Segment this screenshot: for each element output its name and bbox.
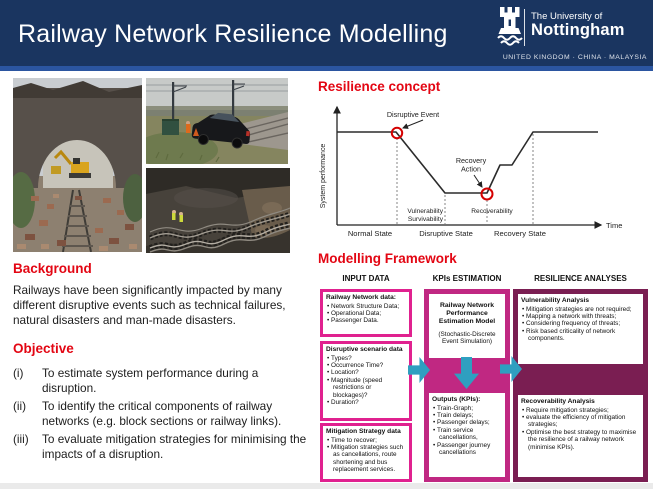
dashed-guides xyxy=(396,134,534,224)
bullet-item: Duration? xyxy=(326,399,406,406)
disruptive-event-arrow xyxy=(402,119,424,129)
bullet-item: Considering frequency of threats; xyxy=(521,320,640,327)
objective-text: To evaluate mitigation strategies for mi… xyxy=(42,432,307,462)
disruptive-state-label: Disruptive State xyxy=(419,229,473,238)
bullet-item: Require mitigation strategies; xyxy=(521,407,640,414)
x-axis-label: Time xyxy=(606,221,622,230)
kpis-estimation-column: Railway Network Performance Estimation M… xyxy=(424,289,510,482)
recovery-action-label-1: Recovery xyxy=(456,156,487,165)
background-heading: Background xyxy=(13,261,92,276)
objective-number: (iii) xyxy=(13,432,29,447)
box-title: Railway Network data: xyxy=(326,294,396,301)
vulnerability-analysis-box: Vulnerability Analysis Mitigation strate… xyxy=(518,294,643,364)
box-title: Vulnerability Analysis xyxy=(521,297,590,304)
disruptive-event-label: Disruptive Event xyxy=(387,110,439,119)
box-title: Disruptive scenario data xyxy=(326,346,403,353)
objective-number: (ii) xyxy=(13,399,27,414)
objective-heading: Objective xyxy=(13,341,74,356)
bullet-item: Train service cancellations, xyxy=(432,427,502,442)
resilience-analyses-column: Vulnerability Analysis Mitigation strate… xyxy=(513,289,648,482)
input-box-disruptive-scenario-data: Disruptive scenario data Types? Occurren… xyxy=(320,341,412,421)
bullet-item: Mitigation strategies such as cancellati… xyxy=(326,444,406,474)
modelling-framework-heading: Modelling Framework xyxy=(318,251,457,266)
column-header-input-data: INPUT DATA xyxy=(342,274,390,283)
objective-item-2: (ii) To identify the critical components… xyxy=(13,399,315,429)
disruptive-event-circle xyxy=(390,126,404,140)
recovery-action-circle xyxy=(480,187,494,201)
bullet-item: Passenger Data. xyxy=(326,317,406,324)
box-title: Mitigation Strategy data xyxy=(326,428,401,435)
buckled-tracks-landslide-photo xyxy=(146,168,290,253)
bullet-item: Mapping a network with threats; xyxy=(521,313,640,320)
bullet-item: Types? xyxy=(326,355,406,362)
poster-bottom-edge xyxy=(0,483,653,489)
logo-university-of: The University of xyxy=(531,11,603,22)
performance-curve xyxy=(337,131,598,194)
recoverability-analysis-box: Recoverability Analysis Require mitigati… xyxy=(518,395,643,477)
estimation-model-box: Railway Network Performance Estimation M… xyxy=(429,294,505,358)
bullet-item: Risk based criticality of network compon… xyxy=(521,328,640,343)
bullet-item: evaluate the efficiency of mitigation st… xyxy=(521,414,640,429)
bullet-item: Train-Graph; xyxy=(432,405,502,412)
objective-number: (i) xyxy=(13,366,24,380)
recovery-action-arrow xyxy=(473,174,483,188)
background-text: Railways have been significantly impacte… xyxy=(13,283,286,328)
box-subtitle: (Stochastic-Discrete Event Simulation) xyxy=(438,330,496,346)
y-axis-label: System performance xyxy=(320,144,327,209)
nottingham-castle-icon xyxy=(497,7,523,46)
column-header-kpis-estimation: KPIs ESTIMATION xyxy=(432,274,502,283)
objective-text: To identify the critical components of r… xyxy=(42,399,282,429)
bullet-item: Passenger journey cancellations xyxy=(432,442,502,457)
bullet-item: Network Structure Data; xyxy=(326,303,406,310)
objective-list: (i) To estimate system performance durin… xyxy=(13,366,315,466)
bullet-item: Location? xyxy=(326,369,406,376)
recoverability-label: Recoverability xyxy=(471,208,513,215)
header-accent-strip xyxy=(0,66,653,71)
logo-tagline: UNITED KINGDOM · CHINA · MALAYSIA xyxy=(502,54,647,61)
poster-title: Railway Network Resilience Modelling xyxy=(18,20,448,48)
recovery-action-label-2: Action xyxy=(461,165,481,174)
recovery-state-label: Recovery State xyxy=(494,229,546,238)
objective-item-3: (iii) To evaluate mitigation strategies … xyxy=(13,432,315,462)
bullet-item: Passenger delays; xyxy=(432,419,502,426)
normal-state-label: Normal State xyxy=(348,229,392,238)
box-title: Recoverability Analysis xyxy=(521,398,595,405)
objective-text: To estimate system performance during a … xyxy=(42,366,259,396)
input-box-railway-network-data: Railway Network data: Network Structure … xyxy=(320,289,412,337)
bullet-item: Time to recover; xyxy=(326,437,406,444)
bullet-item: Mitigation strategies are not required; xyxy=(521,306,640,313)
logo-divider xyxy=(524,9,525,46)
input-box-mitigation-strategy-data: Mitigation Strategy data Time to recover… xyxy=(320,423,412,482)
outputs-kpis-box: Outputs (KPIs): Train-Graph; Train delay… xyxy=(429,393,505,477)
bullet-item: Optimise the best strategy to maximise t… xyxy=(521,429,640,451)
logo-nottingham: Nottingham xyxy=(531,21,625,39)
arrow-model-to-outputs-icon xyxy=(454,357,479,389)
bridge-collapse-photo xyxy=(13,78,142,252)
vulnerability-label: Vulnerability xyxy=(407,208,443,215)
box-title: Railway Network Performance Estimation M… xyxy=(438,302,496,325)
resilience-concept-heading: Resilience concept xyxy=(318,79,441,94)
bullet-item: Operational Data; xyxy=(326,310,406,317)
box-title: Outputs (KPIs): xyxy=(432,396,481,403)
column-header-resilience-analyses: RESILIENCE ANALYSES xyxy=(534,274,627,283)
bullet-item: Magnitude (speed restrictions or blockag… xyxy=(326,377,406,399)
survivability-label: Survivability xyxy=(408,216,444,223)
objective-item-1: (i) To estimate system performance durin… xyxy=(13,366,315,396)
bullet-item: Occurrence Time? xyxy=(326,362,406,369)
bullet-item: Train delays; xyxy=(432,412,502,419)
car-crash-on-tracks-photo xyxy=(146,78,288,164)
header-bar xyxy=(0,0,653,66)
resilience-concept-chart: System performance Time Disruptive Event… xyxy=(320,105,622,238)
